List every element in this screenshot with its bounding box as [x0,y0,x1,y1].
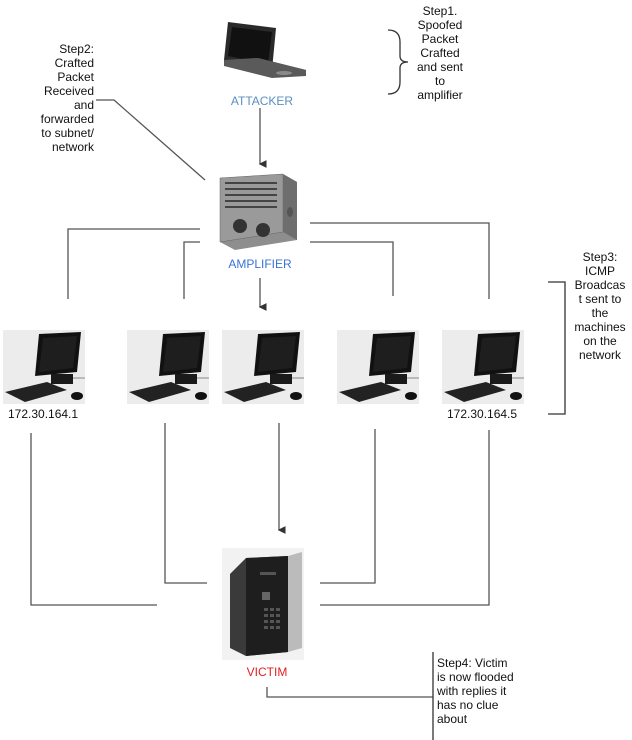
step1-line: and sent [416,60,464,74]
amplifier-label: AMPLIFIER [228,257,292,271]
step3-line: Step3: [582,250,618,264]
step4-line: is now flooded [437,670,514,684]
wire-amplifier-machine4 [310,241,394,296]
victim-label: VICTIM [246,665,288,679]
step2-line: forwarded [40,112,94,126]
desktop-computer-icon [129,332,209,402]
step2-line: Received [43,84,94,98]
step3-line: network [578,348,622,362]
step1-line: Step1. [422,4,458,18]
desktop-computer-icon [444,332,524,402]
step2-line: to subnet/ [41,126,94,140]
step4-line: Step4: Victim [437,656,508,670]
step4-note: Step4: Victim is now flooded with replie… [437,656,537,726]
machine-3[interactable] [222,330,304,404]
wire-machine4-victim [320,429,376,584]
step1-line: to [434,74,445,88]
step4-pointer-line [266,687,433,698]
machine-4[interactable] [337,330,419,404]
machine-1-ip: 172.30.164.1 [8,407,79,421]
step1-brace [387,29,409,95]
desktop-computer-icon [339,332,419,402]
desktop-computer-icon [5,332,85,402]
step3-line: Broadcas [574,278,626,292]
step3-line: t sent to [578,292,622,306]
step2-line: Step2: [59,42,94,56]
step1-note: Step1. Spoofed Packet Crafted and sent t… [408,4,472,102]
server-tower-icon [230,552,302,656]
step2-line: Packet [57,70,94,84]
step2-line: and [73,98,94,112]
desktop-computer-icon [224,332,304,402]
step3-line: the [591,306,609,320]
attacker-node[interactable] [218,18,308,90]
step4-line: about [437,712,468,726]
switch-chassis-icon [219,173,297,250]
amplifier-node[interactable] [205,170,305,252]
step3-note: Step3: ICMP Broadcas t sent to the machi… [568,250,632,362]
wire-machine2-victim [164,423,207,584]
step3-line: on the [583,334,617,348]
machine-5[interactable] [442,330,524,404]
step1-line: amplifier [417,88,463,102]
wire-machine1-victim [30,433,157,606]
step4-line: with replies it [437,684,507,698]
step2-line: network [51,140,94,154]
machine-5-ip: 172.30.164.5 [447,407,518,421]
victim-node[interactable] [222,548,304,660]
wire-amplifier-machine1 [67,228,200,299]
laptop-icon [224,22,306,78]
step3-line: machines [574,320,626,334]
step1-line: Spoofed [417,18,463,32]
wire-amplifier-machine5 [310,222,490,299]
step2-note: Step2: Crafted Packet Received and forwa… [30,42,94,154]
machine-1[interactable] [3,330,85,404]
step3-bracket [548,281,566,415]
step4-line: has no clue [437,698,499,712]
step3-line: ICMP [585,264,615,278]
step1-line: Packet [421,32,459,46]
machine-2[interactable] [127,330,209,404]
attacker-label: ATTACKER [230,94,294,108]
step2-line: Crafted [54,56,94,70]
step2-pointer-line [96,99,206,181]
wire-amplifier-machine2 [183,241,200,299]
step1-line: Crafted [420,46,460,60]
wire-machine5-victim [320,430,490,606]
